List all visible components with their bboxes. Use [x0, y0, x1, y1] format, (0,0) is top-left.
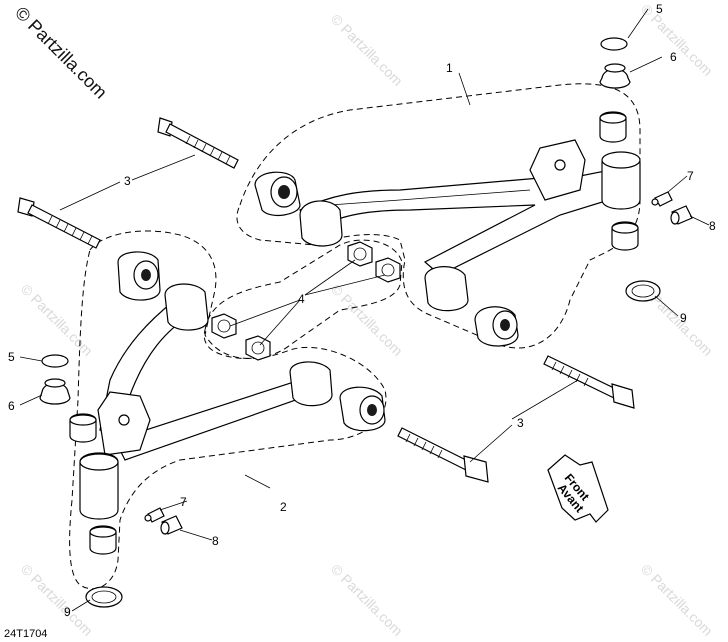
callout-6: 6 — [8, 399, 15, 413]
callout-3: 3 — [124, 174, 131, 188]
leader-lines — [19, 8, 710, 612]
callout-5: 5 — [8, 350, 15, 364]
nut-2[interactable] — [375, 257, 401, 283]
callout-6: 6 — [670, 50, 677, 64]
bolt-upper-left-1[interactable] — [157, 117, 239, 169]
o-ring-top[interactable] — [600, 37, 628, 51]
callout-3: 3 — [517, 416, 524, 430]
watermark-faint: © Partzilla.com — [328, 561, 406, 639]
callout-9: 9 — [680, 311, 687, 325]
callout-7: 7 — [687, 169, 694, 183]
callout-5: 5 — [656, 2, 663, 16]
upper-arm-assembly-outline — [236, 83, 641, 349]
callout-7: 7 — [180, 495, 187, 509]
watermark-faint: © Partzilla.com — [638, 1, 716, 79]
grease-fitting-cap-right[interactable] — [670, 205, 693, 225]
o-ring-left[interactable] — [41, 354, 69, 368]
grease-fitting-cap-left[interactable] — [160, 515, 183, 535]
callout-9: 9 — [64, 605, 71, 619]
watermark-faint: © Partzilla.com — [18, 281, 96, 359]
bolt-upper-left-2[interactable] — [17, 197, 101, 249]
lower-a-arm[interactable] — [79, 251, 386, 520]
watermark-main: © Partzilla.com — [11, 3, 111, 103]
watermark-faint: © Partzilla.com — [328, 281, 406, 359]
front-direction-arrow: Front Avant — [547, 454, 609, 523]
fastener-group-outline — [203, 239, 403, 359]
grease-fitting-right[interactable] — [651, 191, 673, 207]
ring-left[interactable] — [85, 586, 123, 608]
callout-1: 1 — [446, 61, 453, 75]
bushings[interactable] — [69, 111, 639, 555]
callout-2: 2 — [280, 500, 287, 514]
bolt-lower-right-2[interactable] — [397, 427, 489, 483]
watermark-grid: © Partzilla.com © Partzilla.com © Partzi… — [18, 1, 716, 639]
nut-1[interactable] — [347, 241, 373, 267]
callout-labels: 1 2 3 3 4 5 5 6 6 7 7 8 8 9 9 — [8, 2, 716, 619]
dust-cap-top[interactable] — [599, 63, 631, 89]
bolt-lower-right-1[interactable] — [543, 355, 635, 409]
callout-8: 8 — [212, 534, 219, 548]
dust-cap-left[interactable] — [39, 378, 71, 405]
watermark-faint: © Partzilla.com — [638, 561, 716, 639]
watermark-faint: © Partzilla.com — [328, 11, 406, 89]
nut-4[interactable] — [245, 335, 271, 361]
grease-fitting-left[interactable] — [144, 507, 165, 523]
callout-8: 8 — [709, 219, 716, 233]
upper-a-arm[interactable] — [254, 139, 641, 347]
diagram-code: 24T1704 — [4, 628, 47, 640]
nut-3[interactable] — [211, 313, 237, 339]
ring-right[interactable] — [625, 280, 661, 302]
callout-4: 4 — [298, 292, 305, 306]
